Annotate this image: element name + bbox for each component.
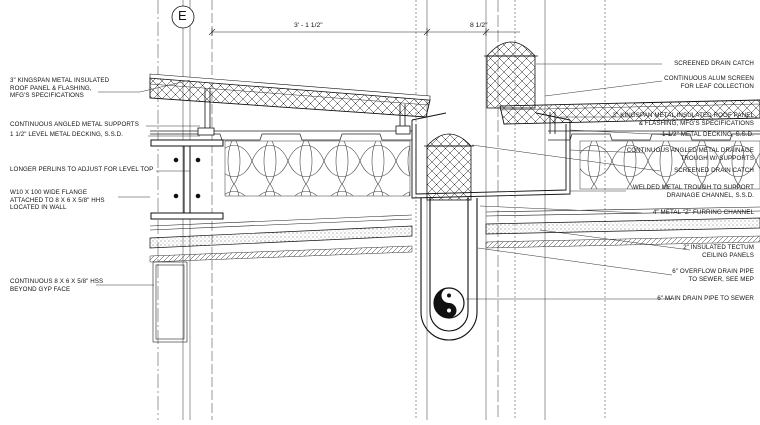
furring-channel [149, 206, 760, 231]
batt-insulation [224, 140, 760, 197]
right-label-overflow-pipe: 6" OVERFLOW DRAIN PIPE TO SEWER, SEE MEP [672, 268, 754, 283]
left-label-angled-supports: CONTINUOUS ANGLED METAL SUPPORTS [10, 121, 139, 128]
right-label-roof-panel: 3" KINGSPAN METAL INSULATED ROOF PANEL &… [612, 112, 754, 127]
right-label-screened-drain-catch-upper: SCREENED DRAIN CATCH [674, 60, 754, 67]
hss-column [152, 261, 188, 343]
left-leader-lines [96, 79, 200, 286]
left-label-roof-panel: 3" KINGSPAN METAL INSULATED ROOF PANEL &… [10, 77, 110, 100]
dimension-label-b: 8 1/2" [470, 22, 488, 29]
dimension-label-a: 3' - 1 1/2" [294, 22, 323, 29]
grid-tag: E [178, 8, 187, 23]
grid-bubble [171, 5, 195, 29]
wall-grid-lines [157, 0, 606, 420]
tectum-ceiling-panels [149, 217, 760, 263]
left-label-metal-decking: 1 1/2" LEVEL METAL DECKING, S.S.D. [10, 131, 123, 138]
left-label-perlins: LONGER PERLINS TO ADJUST FOR LEVEL TOP [10, 166, 154, 173]
right-label-tectum-panels: 2" INSULATED TECTUM CEILING PANELS [683, 244, 754, 259]
drainage-trough [411, 112, 571, 199]
metal-decking [150, 130, 760, 141]
right-label-welded-trough: WELDED METAL TROUGH TO SUPPORT DRAINAGE … [632, 184, 754, 199]
angled-supports [197, 88, 556, 136]
right-label-z-furring: 4" METAL "Z" FURRING CHANNEL [652, 209, 754, 216]
left-label-hss: CONTINUOUS 8 x 6 x 5/8" HSS BEYOND GYP F… [10, 278, 104, 293]
overflow-drain-pipe [420, 198, 478, 341]
main-drain-pipe [433, 287, 465, 319]
lower-drain-catch [424, 133, 474, 201]
right-label-drainage-trough: CONTINUOUS ANGLED METAL DRAINAGE TROUGH … [626, 147, 754, 162]
right-label-metal-decking: 1-1/2" METAL DECKING, S.S.D. [662, 131, 754, 138]
right-leader-lines [466, 63, 691, 300]
left-label-wide-flange: W10 x 100 WIDE FLANGE ATTACHED TO 8 x 6 … [10, 189, 105, 212]
right-roof-panel [499, 99, 760, 125]
upper-drain-catch [484, 41, 538, 109]
wide-flange-beam [150, 139, 224, 220]
right-label-main-drain-pipe: 6" MAIN DRAIN PIPE TO SEWER [657, 295, 754, 302]
left-roof-panel [149, 73, 431, 118]
dimension-string [208, 28, 520, 36]
right-label-alum-screen: CONTINUOUS ALUM SCREEN FOR LEAF COLLECTI… [664, 75, 754, 90]
right-label-screened-drain-catch-lower: SCREENED DRAIN CATCH [674, 167, 754, 174]
